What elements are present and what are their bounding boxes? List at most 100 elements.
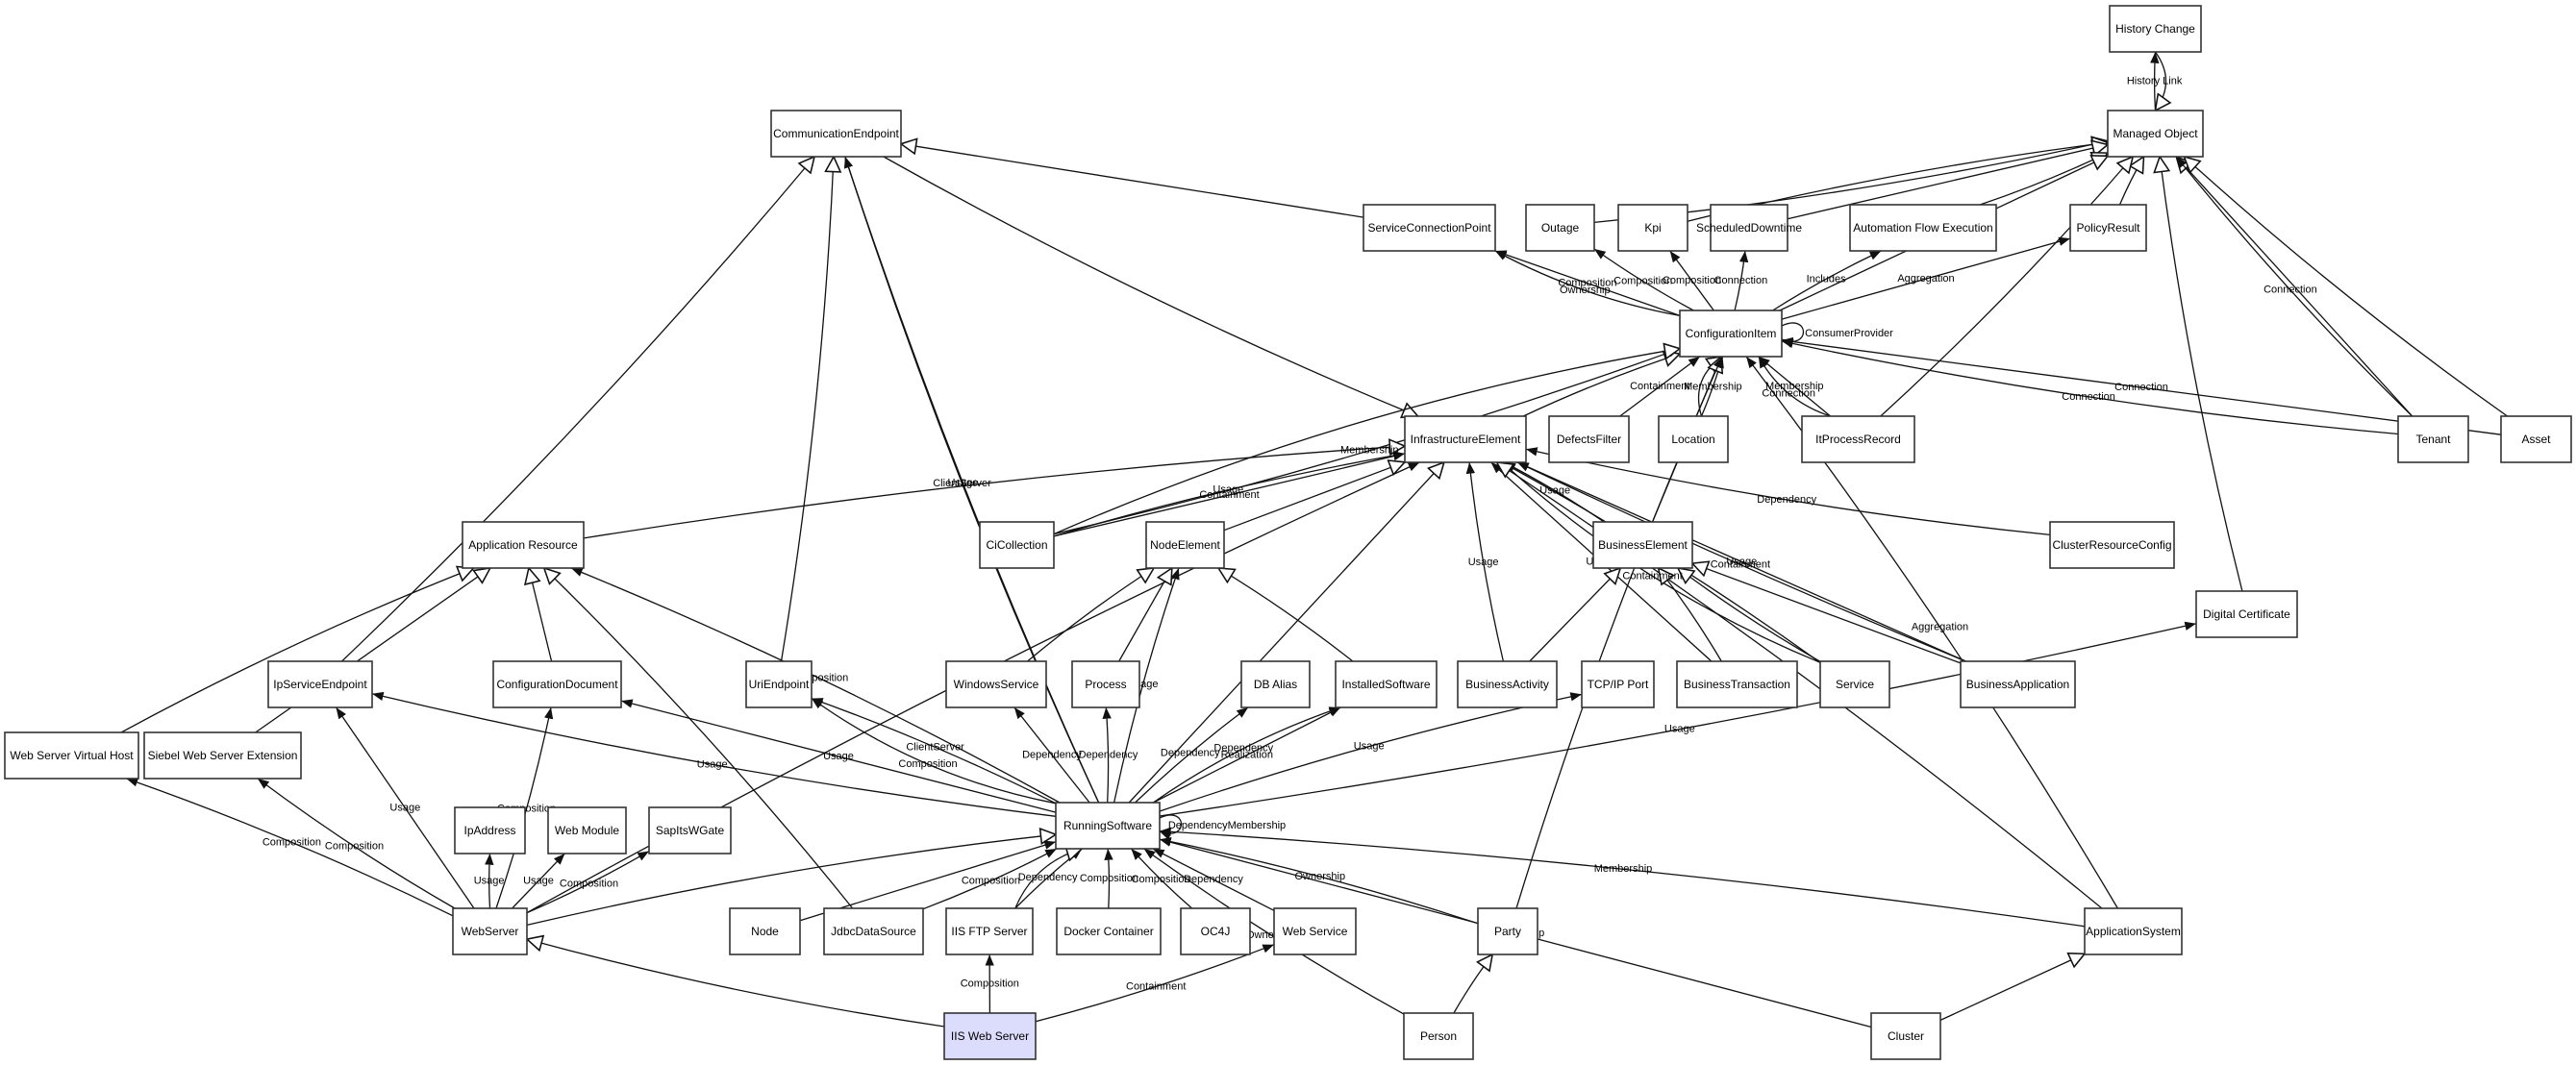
class-box[interactable] [1525,204,1595,252]
class-node-iis-web-server[interactable]: IIS Web Server [943,1012,1037,1060]
class-box[interactable] [1617,204,1688,252]
class-box[interactable] [1240,660,1311,708]
class-node-business-transaction[interactable]: BusinessTransaction [1676,660,1798,708]
class-box[interactable] [1658,415,1729,463]
class-node-managed-object[interactable]: Managed Object [2107,110,2204,158]
class-box[interactable] [454,806,526,854]
class-node-service-connection-point[interactable]: ServiceConnectionPoint [1363,204,1496,252]
class-node-communication-endpoint[interactable]: CommunicationEndpoint [770,110,902,158]
class-node-it-process-record[interactable]: ItProcessRecord [1801,415,1915,463]
class-node-windows-service[interactable]: WindowsService [945,660,1047,708]
class-box[interactable] [1273,907,1357,955]
class-box[interactable] [492,660,622,708]
class-node-node-element[interactable]: NodeElement [1145,521,1225,569]
class-box[interactable] [1145,521,1225,569]
class-node-application-resource[interactable]: Application Resource [462,521,585,569]
class-box[interactable] [2049,521,2175,569]
class-node-business-activity[interactable]: BusinessActivity [1457,660,1558,708]
class-node-automation-flow-execution[interactable]: Automation Flow Execution [1849,204,1997,252]
class-node-uri-endpoint[interactable]: UriEndpoint [745,660,813,708]
class-box[interactable] [1180,907,1251,955]
class-node-asset[interactable]: Asset [2500,415,2572,463]
class-box[interactable] [2397,415,2469,463]
class-node-sap-its-wgate[interactable]: SapItsWGate [648,806,732,854]
class-box[interactable] [945,660,1047,708]
class-node-application-system[interactable]: ApplicationSystem [2084,907,2183,955]
class-box[interactable] [729,907,801,955]
class-box[interactable] [1403,1012,1474,1060]
class-node-ip-service-endpoint[interactable]: IpServiceEndpoint [267,660,373,708]
class-box[interactable] [267,660,373,708]
class-node-web-module[interactable]: Web Module [547,806,627,854]
class-box[interactable] [945,907,1034,955]
class-node-jdbc-data-source[interactable]: JdbcDataSource [823,907,924,955]
class-box[interactable] [1363,204,1496,252]
class-box[interactable] [2107,110,2204,158]
class-node-history-change[interactable]: History Change [2109,5,2202,53]
class-box[interactable] [823,907,924,955]
class-node-oc4j[interactable]: OC4J [1180,907,1251,955]
class-node-web-server[interactable]: WebServer [452,907,528,955]
class-node-installed-software[interactable]: InstalledSoftware [1335,660,1438,708]
class-box[interactable] [1548,415,1630,463]
class-box[interactable] [1960,660,2076,708]
class-node-node[interactable]: Node [729,907,801,955]
class-box[interactable] [462,521,585,569]
class-box[interactable] [979,521,1055,569]
class-node-defects-filter[interactable]: DefectsFilter [1548,415,1630,463]
class-node-infrastructure-element[interactable]: InfrastructureElement [1404,415,1527,463]
class-node-cluster[interactable]: Cluster [1870,1012,1941,1060]
class-box[interactable] [1676,660,1798,708]
class-box[interactable] [1592,521,1693,569]
class-box[interactable] [1710,204,1788,252]
class-node-policy-result[interactable]: PolicyResult [2069,204,2147,252]
class-box[interactable] [1056,907,1162,955]
class-node-service[interactable]: Service [1819,660,1890,708]
class-box[interactable] [1457,660,1558,708]
class-box[interactable] [1801,415,1915,463]
class-box[interactable] [648,806,732,854]
class-box[interactable] [2500,415,2572,463]
class-node-siebel-web-server-extension[interactable]: Siebel Web Server Extension [143,731,302,780]
class-node-party[interactable]: Party [1477,907,1538,955]
class-box[interactable] [1477,907,1538,955]
class-node-web-service[interactable]: Web Service [1273,907,1357,955]
class-box[interactable] [1679,310,1783,358]
class-box[interactable] [1335,660,1438,708]
class-box[interactable] [745,660,813,708]
class-node-business-application[interactable]: BusinessApplication [1960,660,2076,708]
class-box[interactable] [770,110,902,158]
class-node-web-server-virtual-host[interactable]: Web Server Virtual Host [4,731,139,780]
class-node-running-software[interactable]: RunningSoftware [1055,802,1161,850]
class-node-tenant[interactable]: Tenant [2397,415,2469,463]
class-box[interactable] [943,1012,1037,1060]
class-node-tcpip-port[interactable]: TCP/IP Port [1581,660,1655,708]
class-node-ip-address[interactable]: IpAddress [454,806,526,854]
class-box[interactable] [2109,5,2202,53]
class-box[interactable] [1404,415,1527,463]
class-node-digital-certificate[interactable]: Digital Certificate [2195,590,2298,638]
class-box[interactable] [143,731,302,780]
class-box[interactable] [547,806,627,854]
class-box[interactable] [452,907,528,955]
class-node-db-alias[interactable]: DB Alias [1240,660,1311,708]
class-node-cluster-resource-config[interactable]: ClusterResourceConfig [2049,521,2175,569]
class-node-process[interactable]: Process [1071,660,1140,708]
class-node-configuration-document[interactable]: ConfigurationDocument [492,660,622,708]
class-node-kpi[interactable]: Kpi [1617,204,1688,252]
class-node-business-element[interactable]: BusinessElement [1592,521,1693,569]
class-box[interactable] [2069,204,2147,252]
class-box[interactable] [1071,660,1140,708]
class-box[interactable] [1870,1012,1941,1060]
class-node-configuration-item[interactable]: ConfigurationItem [1679,310,1783,358]
class-node-ci-collection[interactable]: CiCollection [979,521,1055,569]
class-node-location[interactable]: Location [1658,415,1729,463]
class-box[interactable] [2195,590,2298,638]
class-node-docker-container[interactable]: Docker Container [1056,907,1162,955]
class-box[interactable] [1055,802,1161,850]
class-box[interactable] [1819,660,1890,708]
class-node-outage[interactable]: Outage [1525,204,1595,252]
class-node-scheduled-downtime[interactable]: ScheduledDowntime [1696,204,1802,252]
class-box[interactable] [1581,660,1655,708]
class-box[interactable] [4,731,139,780]
